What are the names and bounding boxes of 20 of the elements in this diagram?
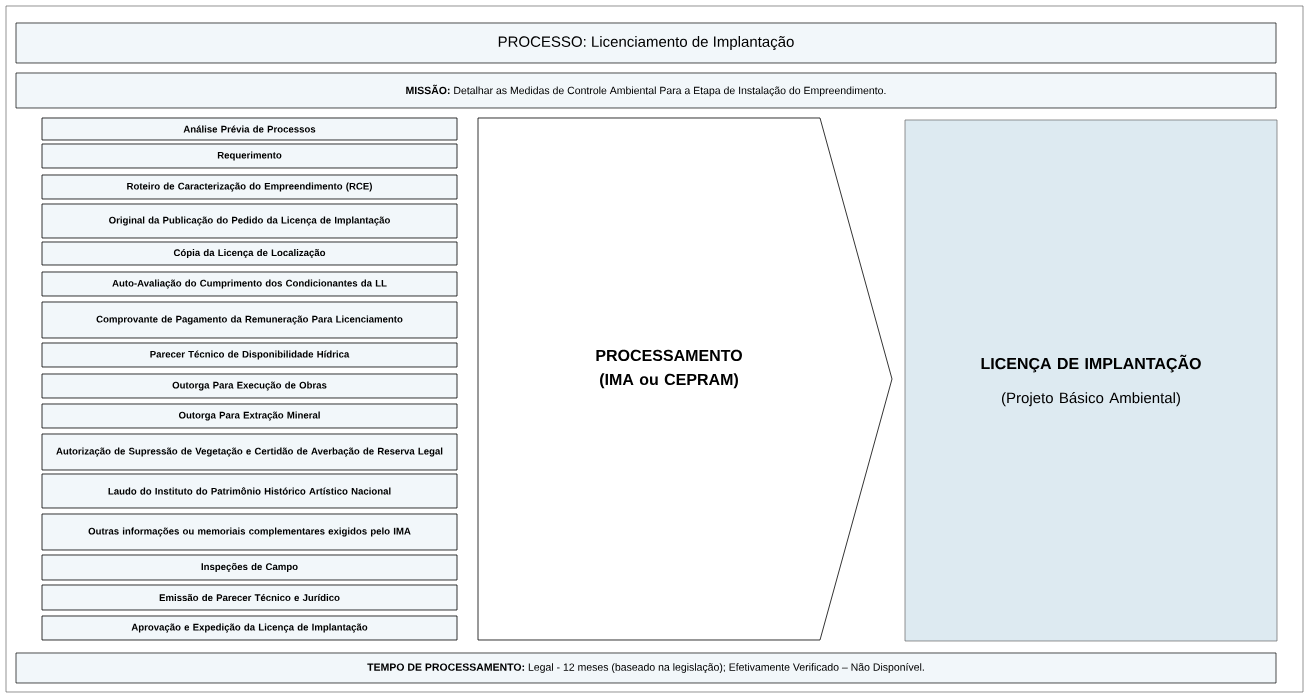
info-band: MISSÃO: Detalhar as Medidas de Controle Ambiental Para a Etapa de Instalação do Empreendimento.: [15, 72, 1277, 109]
document-box: Outorga Para Extração Mineral: [41, 403, 458, 429]
document-box: Análise Prévia de Processos: [41, 117, 458, 141]
document-box: Original da Publicação do Pedido da Licença de Implantação: [41, 203, 458, 239]
document-box: Outras informações ou memoriais complementares exigidos pelo IMA: [41, 513, 458, 551]
info-band: TEMPO DE PROCESSAMENTO: Legal - 12 meses (baseado na legislação); Efetivamente Verificado – Não Disponível.: [15, 652, 1277, 684]
document-box: Outorga Para Execução de Obras: [41, 373, 458, 399]
document-box: Parecer Técnico de Disponibilidade Hídrica: [41, 342, 458, 368]
document-box: Cópia da Licença de Localização: [41, 241, 458, 266]
document-box: Aprovação e Expedição da Licença de Implantação: [41, 615, 458, 641]
document-box: Laudo do Instituto do Patrimônio Histórico Artístico Nacional: [41, 473, 458, 509]
document-box: Comprovante de Pagamento da Remuneração Para Licenciamento: [41, 301, 458, 339]
document-box: Autorização de Supressão de Vegetação e Certidão de Averbação de Reserva Legal: [41, 433, 458, 471]
result-box: LICENÇA DE IMPLANTAÇÃO (Projeto Básico Ambiental): [904, 119, 1278, 642]
document-box: Inspeções de Campo: [41, 554, 458, 581]
document-box: Auto-Avaliação do Cumprimento dos Condicionantes da LL: [41, 271, 458, 297]
document-box: Emissão de Parecer Técnico e Jurídico: [41, 584, 458, 611]
document-box: Roteiro de Caracterização do Empreendimento (RCE): [41, 174, 458, 200]
title-box: PROCESSO: Licenciamento de Implantação: [15, 22, 1277, 64]
document-box: Requerimento: [41, 143, 458, 169]
